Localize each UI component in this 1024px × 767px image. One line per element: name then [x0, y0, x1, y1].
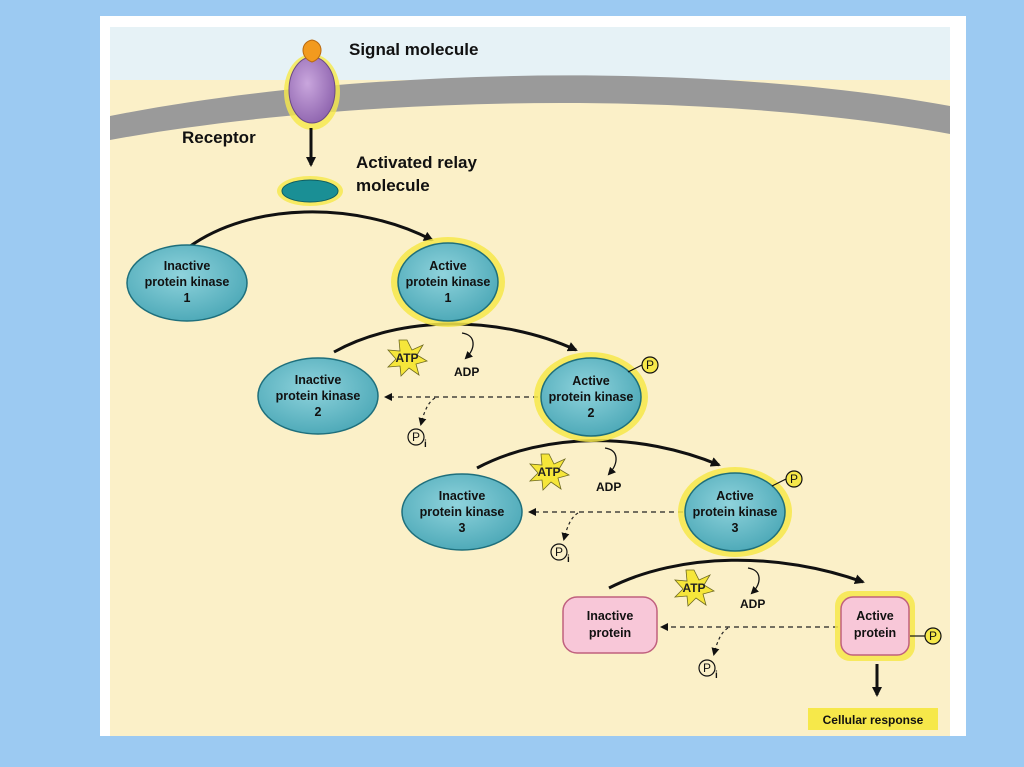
svg-text:P: P: [929, 629, 937, 643]
adp-curl-1: [461, 332, 474, 360]
svg-text:ATP: ATP: [682, 581, 705, 595]
svg-text:protein: protein: [589, 626, 631, 640]
active-kinase-1: Active protein kinase 1: [391, 237, 505, 327]
inactive-kinase-2: Inactive protein kinase 2: [257, 357, 379, 435]
adp-curl-3: [747, 567, 760, 595]
svg-text:Active: Active: [856, 609, 894, 623]
relay-label-line2: molecule: [356, 176, 430, 195]
svg-text:Active: Active: [429, 259, 467, 273]
svg-text:ATP: ATP: [537, 465, 560, 479]
svg-text:i: i: [567, 554, 570, 565]
adp-label-2: ADP: [596, 480, 621, 494]
inactive-protein: Inactive protein: [562, 596, 658, 654]
adp-label-1: ADP: [454, 365, 479, 379]
pi-release-arrow-2: [418, 397, 436, 426]
active-kinase-2: Active protein kinase 2: [534, 352, 648, 442]
svg-text:protein kinase: protein kinase: [276, 389, 361, 403]
svg-text:Inactive: Inactive: [164, 259, 211, 273]
atp-burst-2: ATP: [528, 453, 571, 491]
svg-text:P: P: [703, 661, 711, 675]
svg-text:3: 3: [732, 521, 739, 535]
adp-curl-2: [604, 447, 617, 476]
svg-text:protein kinase: protein kinase: [145, 275, 230, 289]
inactive-kinase-1: Inactive protein kinase 1: [126, 244, 248, 322]
svg-text:protein kinase: protein kinase: [420, 505, 505, 519]
svg-text:Inactive: Inactive: [295, 373, 342, 387]
svg-text:i: i: [424, 439, 427, 450]
cellular-response-box: [808, 708, 938, 730]
svg-text:P: P: [790, 472, 798, 486]
cytoplasm: [110, 80, 950, 736]
cellular-response-label: Cellular response: [823, 713, 924, 727]
svg-text:ATP: ATP: [395, 351, 418, 365]
activation-arc-4: [608, 558, 865, 590]
activation-arc-1: [188, 210, 434, 249]
signal-molecule-label: Signal molecule: [349, 40, 478, 59]
signal-transduction-diagram: Signal molecule Receptor Activated relay…: [110, 27, 950, 736]
inorganic-phosphate-4: P i: [698, 659, 718, 681]
svg-text:Inactive: Inactive: [439, 489, 486, 503]
inorganic-phosphate-3: P i: [550, 543, 570, 565]
svg-text:protein: protein: [854, 626, 896, 640]
atp-burst-3: ATP: [673, 569, 716, 607]
atp-burst-1: ATP: [386, 339, 429, 377]
receptor-label: Receptor: [182, 128, 256, 147]
svg-text:P: P: [555, 545, 563, 559]
inactive-kinase-3: Inactive protein kinase 3: [401, 473, 523, 551]
svg-text:protein kinase: protein kinase: [549, 390, 634, 404]
relay-molecule-shape: [281, 179, 339, 203]
svg-text:1: 1: [184, 291, 191, 305]
phosphate-tag-kinase-2: P: [627, 356, 659, 374]
active-protein: Active protein: [835, 591, 915, 661]
svg-text:protein kinase: protein kinase: [693, 505, 778, 519]
svg-text:2: 2: [315, 405, 322, 419]
receptor-shape: [288, 56, 336, 124]
inorganic-phosphate-2: P i: [407, 428, 427, 450]
svg-text:3: 3: [459, 521, 466, 535]
pi-release-arrow-4: [711, 627, 729, 656]
svg-text:i: i: [715, 670, 718, 681]
svg-text:P: P: [412, 430, 420, 444]
phosphate-tag-kinase-3: P: [771, 470, 803, 488]
svg-text:Inactive: Inactive: [587, 609, 634, 623]
svg-text:1: 1: [445, 291, 452, 305]
svg-text:P: P: [646, 358, 654, 372]
pi-release-arrow-3: [561, 512, 579, 541]
signal-molecule-shape: [302, 39, 322, 63]
slide-frame: Signal molecule Receptor Activated relay…: [100, 16, 966, 736]
adp-label-3: ADP: [740, 597, 765, 611]
phosphate-tag-protein: P: [910, 627, 942, 645]
relay-label-line1: Activated relay: [356, 153, 477, 172]
svg-text:Active: Active: [572, 374, 610, 388]
svg-text:protein kinase: protein kinase: [406, 275, 491, 289]
svg-text:Active: Active: [716, 489, 754, 503]
svg-text:2: 2: [588, 406, 595, 420]
active-kinase-3: Active protein kinase 3: [678, 467, 792, 557]
